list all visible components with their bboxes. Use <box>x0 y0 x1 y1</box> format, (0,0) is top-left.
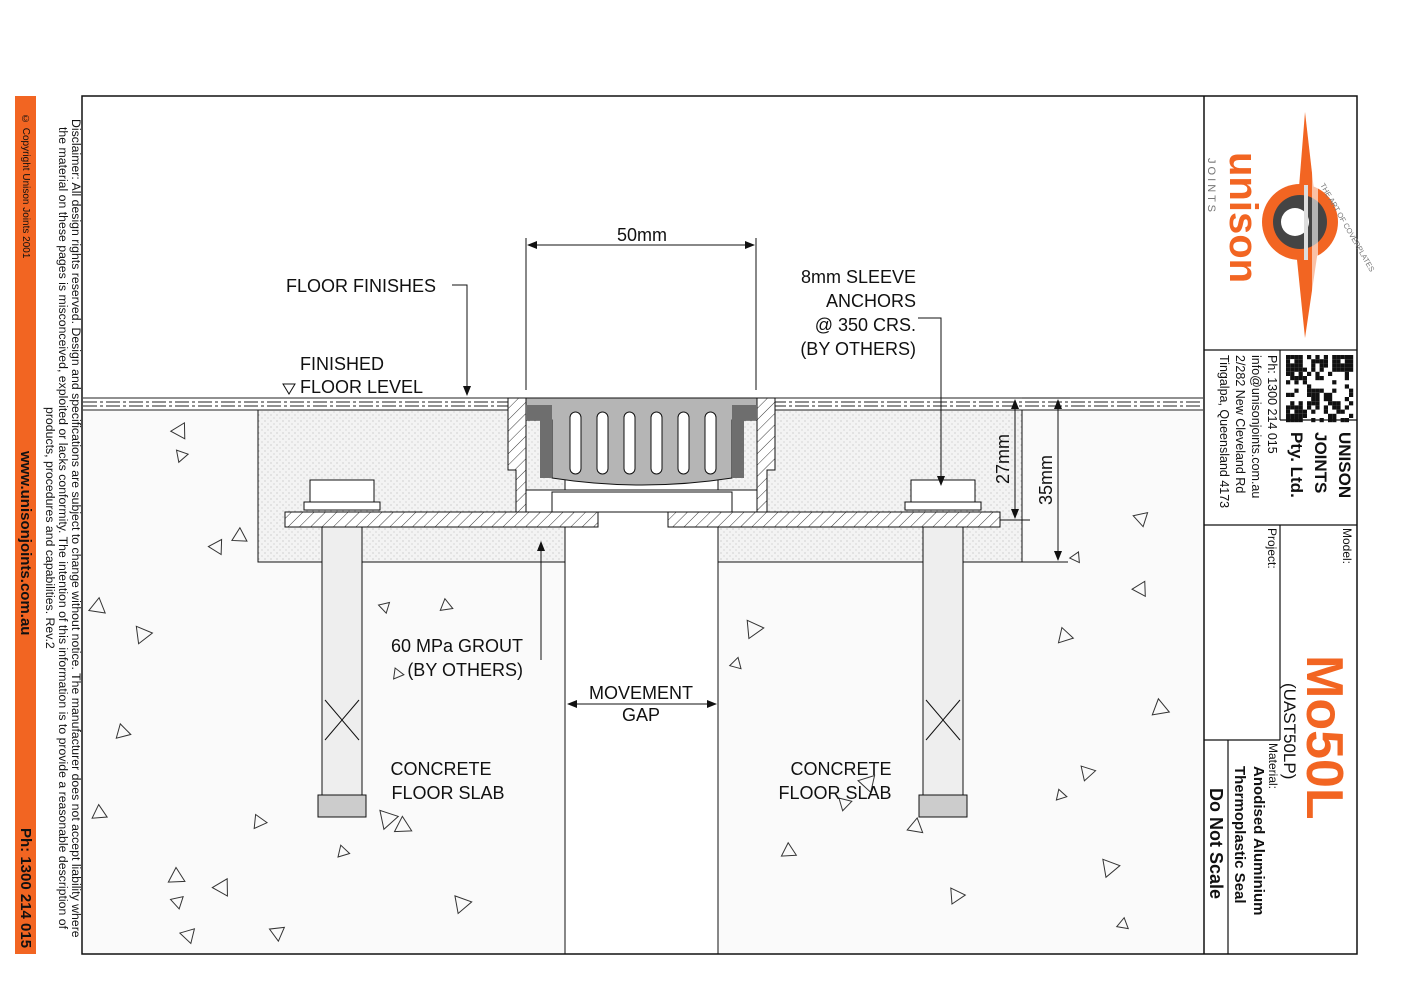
movement-gap-label-2: GAP <box>622 705 660 725</box>
aggregate-mark <box>207 538 223 556</box>
seal-slot <box>596 411 609 475</box>
aggregate-mark <box>211 877 228 897</box>
dim-27-label: 27mm <box>993 434 1013 484</box>
aggregate-mark <box>1102 858 1121 879</box>
phone-text: Ph: 1300 214 015 <box>17 827 34 948</box>
seal-slot <box>650 411 663 475</box>
aggregate-mark <box>169 421 186 440</box>
unison-logo: unison J O I N T S THE ART OF COVERPLATE… <box>1205 112 1376 338</box>
aggregate-mark <box>91 803 109 819</box>
aggregate-mark <box>1131 580 1146 598</box>
aggregate-mark <box>857 774 876 794</box>
aggregate-mark <box>439 597 454 612</box>
aggregate-mark <box>1132 511 1149 528</box>
anchor-label-3: @ 350 CRS. <box>815 315 916 335</box>
slab-left-label-1: CONCRETE <box>390 759 491 779</box>
anchor-label-4: (BY OTHERS) <box>800 339 916 359</box>
svg-text:unison: unison <box>1221 152 1265 283</box>
model-label: Model: <box>1340 528 1354 565</box>
aggregate-mark <box>135 625 154 645</box>
aggregate-mark <box>393 815 413 833</box>
svg-text:J O I N T S: J O I N T S <box>1205 158 1217 212</box>
aggregate-mark <box>728 656 742 670</box>
aggregate-mark <box>838 797 853 812</box>
brand-strip: © Copyright Unison Joints 2001 www.uniso… <box>15 96 36 954</box>
grout-label-2: (BY OTHERS) <box>407 660 523 680</box>
aggregate-mark <box>175 449 190 464</box>
website-link[interactable]: www.unisonjoints.com.au <box>17 450 34 636</box>
slab-left-label-2: FLOOR SLAB <box>391 783 504 803</box>
floor-finishes-label: FLOOR FINISHES <box>286 276 436 296</box>
slab-right-label-1: CONCRETE <box>790 759 891 779</box>
materials: Anodised Aluminium Thermoplastic Seal <box>1231 766 1267 916</box>
qr-code <box>1286 355 1354 423</box>
aggregate-mark <box>268 926 286 943</box>
model-code: (UAST50LP) <box>1280 683 1299 780</box>
aggregate-mark <box>231 526 248 542</box>
aggregate-mark <box>1151 697 1171 716</box>
company-name: UNISON JOINTS Pty. Ltd. <box>1287 432 1354 499</box>
do-not-scale-note: Do Not Scale <box>1206 788 1226 900</box>
aggregate-mark <box>379 809 400 831</box>
aggregate-mark <box>906 816 924 834</box>
level-symbol <box>282 383 296 395</box>
aggregate-mark <box>115 722 132 739</box>
aggregate-mark <box>167 866 186 883</box>
material-label: Material: <box>1266 743 1280 790</box>
aggregate-mark <box>337 844 351 858</box>
copyright-text: © Copyright Unison Joints 2001 <box>20 114 31 259</box>
aggregate-mark <box>454 895 473 915</box>
grout-bed <box>257 409 1023 563</box>
dim-width-label: 50mm <box>617 225 667 245</box>
aggregate-mark <box>253 813 269 830</box>
sleeve-anchor-right <box>904 479 982 818</box>
aggregate-mark <box>1068 551 1080 564</box>
aggregate-mark <box>1115 916 1130 930</box>
movement-gap-label-1: MOVEMENT <box>589 683 693 703</box>
finished-floor-label-2: FLOOR LEVEL <box>300 377 423 397</box>
slab-right-label-2: FLOOR SLAB <box>778 783 891 803</box>
anchor-leader <box>918 317 945 486</box>
floor-finishes <box>83 397 1203 411</box>
movement-gap <box>566 527 718 953</box>
model-name: Mo50L <box>1295 655 1353 820</box>
contact-details: Ph: 1300 214 015 info@unisonjoints.com.a… <box>1217 355 1279 509</box>
aggregate-mark <box>87 596 106 614</box>
project-label: Project: <box>1265 528 1279 569</box>
joint-profile <box>507 397 776 513</box>
anchor-label-2: ANCHORS <box>826 291 916 311</box>
seal-slot <box>677 411 690 475</box>
aggregate-mark <box>1055 788 1068 801</box>
dim-35-label: 35mm <box>1036 455 1056 505</box>
aggregate-mark <box>746 619 765 640</box>
finished-floor-label-1: FINISHED <box>300 354 384 374</box>
aggregate-mark <box>377 601 391 615</box>
aggregate-mark <box>780 841 798 857</box>
base-plates <box>284 511 1001 528</box>
aggregate-mark <box>178 928 196 945</box>
aggregate-mark <box>392 667 405 680</box>
aggregate-mark <box>1057 626 1075 644</box>
floor-finishes-leader <box>452 284 471 396</box>
anchor-label-1: 8mm SLEEVE <box>801 267 916 287</box>
aggregate-mark <box>169 896 184 910</box>
disclaimer: Disclaimer: All design rights reserved. … <box>43 118 83 938</box>
seal-slot <box>623 411 636 475</box>
seal-slot <box>569 411 582 475</box>
sleeve-anchor-left <box>303 479 381 818</box>
aggregate-mark <box>950 887 967 905</box>
aggregate-mark <box>1080 765 1097 782</box>
seal-slot <box>704 411 717 475</box>
grout-label-1: 60 MPa GROUT <box>391 636 523 656</box>
